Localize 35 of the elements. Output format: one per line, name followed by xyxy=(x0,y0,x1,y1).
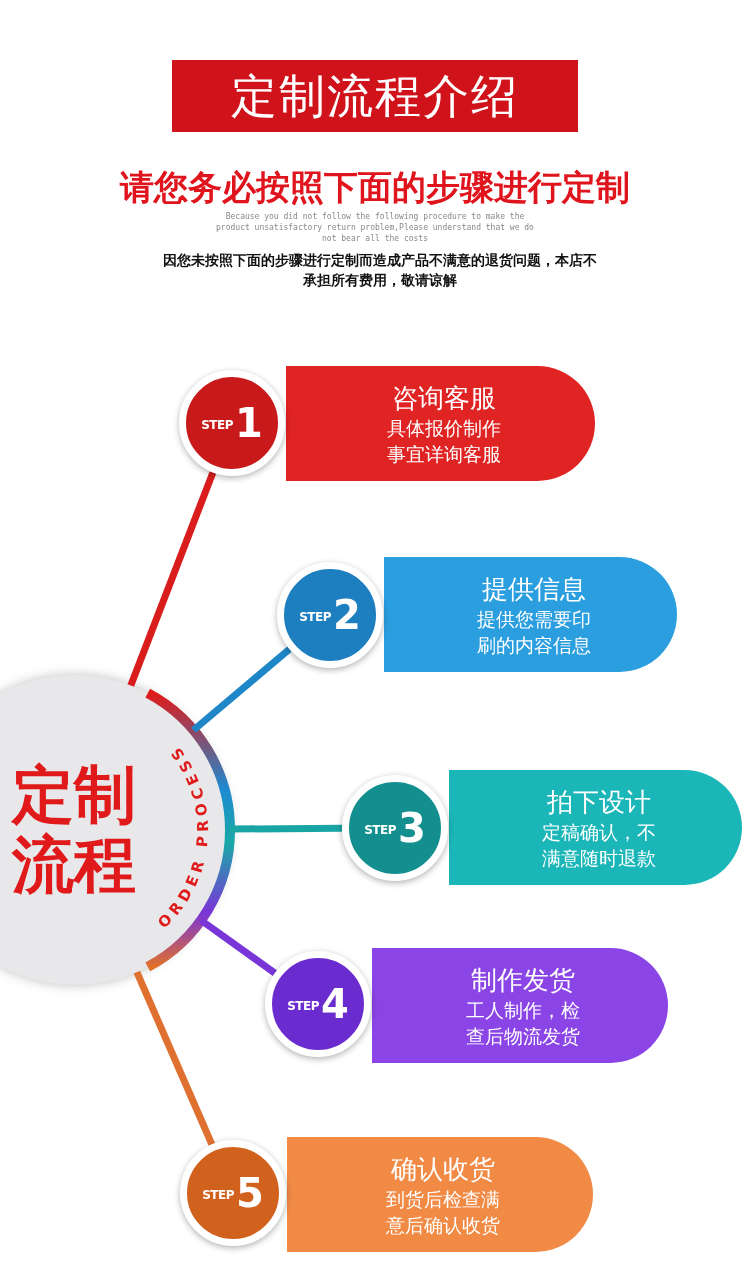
step-description: 定稿确认，不满意随时退款 xyxy=(540,819,657,871)
english-note: Because you did not follow the following procedure to make the product unsatisfactory return problem,Please understand that we do not bear all the costs xyxy=(215,211,535,244)
center-title: 定制流程 xyxy=(12,760,137,900)
step-heading: 确认收货 xyxy=(391,1152,495,1186)
step-label: STEP xyxy=(364,823,396,837)
step-label: STEP xyxy=(201,418,233,432)
step-heading: 制作发货 xyxy=(471,963,575,997)
step-pill xyxy=(286,366,595,481)
step-pill xyxy=(372,948,668,1063)
step-number: 4 xyxy=(321,982,349,1026)
step-pill xyxy=(287,1137,593,1252)
connector-line xyxy=(127,471,217,687)
step-number: 1 xyxy=(235,401,263,445)
step-label: STEP xyxy=(299,610,331,624)
step-pill xyxy=(384,557,677,672)
step-label: STEP xyxy=(287,999,319,1013)
step-description: 到货后检查满意后确认收货 xyxy=(385,1186,501,1238)
step-heading: 提供信息 xyxy=(481,572,586,606)
step-heading: 咨询客服 xyxy=(391,381,496,415)
title-banner: 定制流程介绍 xyxy=(172,60,578,132)
step-heading: 拍下设计 xyxy=(546,785,651,819)
connector-line xyxy=(199,917,277,976)
step-number: 5 xyxy=(236,1171,264,1215)
connector-line xyxy=(133,970,216,1146)
step-number: 3 xyxy=(398,806,426,850)
step-description: 工人制作，检查后物流发货 xyxy=(465,997,581,1049)
notice-text: 因您未按照下面的步骤进行定制而造成产品不满意的退货问题，本店不承担所有费用，敬请谅解 xyxy=(162,251,598,290)
connector-line xyxy=(229,824,343,833)
connector-line xyxy=(191,646,292,733)
step-description: 提供您需要印刷的内容信息 xyxy=(475,606,592,658)
subtitle: 请您务必按照下面的步骤进行定制 xyxy=(118,166,631,209)
step-number: 2 xyxy=(333,593,361,637)
step-pill xyxy=(449,770,742,885)
step-label: STEP xyxy=(202,1188,234,1202)
step-description: 具体报价制作事宜详询客服 xyxy=(385,415,502,467)
